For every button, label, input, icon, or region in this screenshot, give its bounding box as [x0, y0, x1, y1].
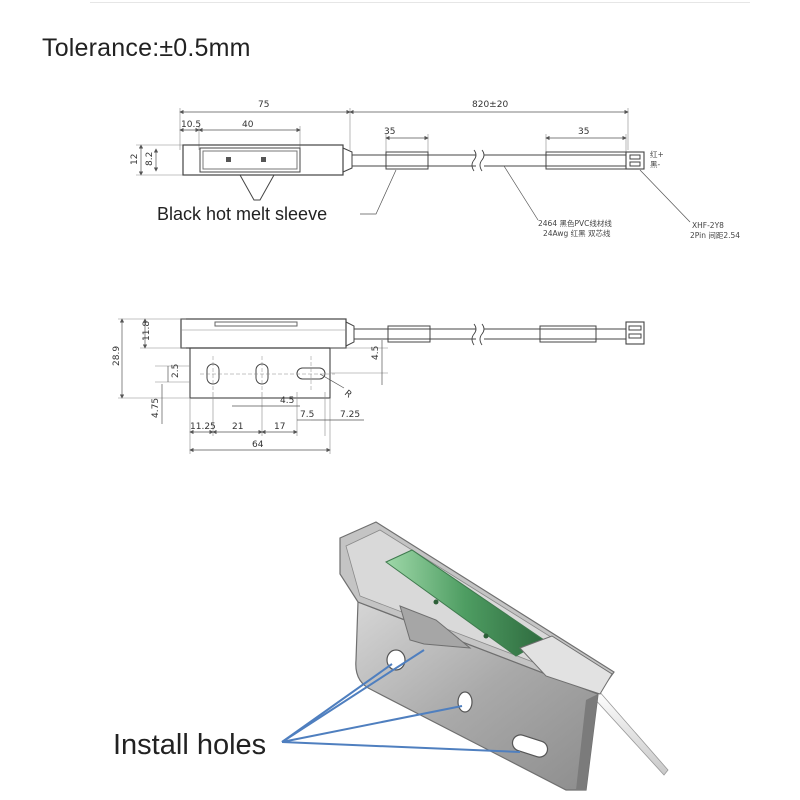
dim-35-left: 35	[384, 127, 395, 137]
dim-4-75: 4.75	[151, 398, 161, 418]
dim-7-5: 7.5	[300, 410, 314, 420]
dim-2-5: 2.5	[171, 364, 181, 378]
tolerance-heading: Tolerance:±0.5mm	[42, 34, 251, 62]
cable	[591, 689, 669, 776]
sleeve-callout: Black hot melt sleeve	[157, 204, 327, 224]
dim-40: 40	[242, 120, 254, 130]
dim-11-25: 11.25	[190, 422, 216, 432]
install-hole-slot	[511, 734, 549, 758]
install-hole-2	[457, 691, 473, 713]
install-holes-label: Install holes	[113, 729, 266, 761]
dim-10-5: 10.5	[181, 120, 201, 130]
dim-radius: R	[342, 389, 353, 401]
bracket-tab	[399, 605, 472, 649]
dim-28-9: 28.9	[112, 346, 122, 366]
top-divider	[90, 2, 750, 3]
dim-820: 820±20	[472, 100, 508, 110]
dim-35-right: 35	[578, 127, 589, 137]
dim-8-2: 8.2	[145, 152, 155, 166]
top-view-drawing	[136, 108, 691, 223]
dim-21: 21	[232, 422, 243, 432]
connector-spec-line2: 2Pin 间距2.54	[690, 231, 740, 240]
pin-red-label: 红+	[650, 149, 664, 159]
dim-7-25: 7.25	[340, 410, 360, 420]
dim-4-5-right: 4.5	[371, 346, 381, 360]
wire-spec-line2: 24Awg 红黑 双芯线	[543, 228, 611, 238]
connector-spec-line1: XHF-2Y8	[692, 221, 724, 230]
dim-75: 75	[258, 100, 269, 110]
dim-17: 17	[274, 422, 285, 432]
install-hole-arrows	[281, 649, 521, 753]
dim-64: 64	[252, 440, 264, 450]
product-photo	[339, 521, 669, 791]
dim-12: 12	[130, 154, 140, 165]
dim-11-8: 11.8	[142, 321, 152, 341]
wire-spec-line1: 2464 黑色PVC线材线	[538, 218, 612, 228]
dim-4-5-mid: 4.5	[280, 396, 294, 406]
pin-black-label: 黑-	[650, 160, 660, 169]
side-view-drawing	[118, 318, 645, 454]
